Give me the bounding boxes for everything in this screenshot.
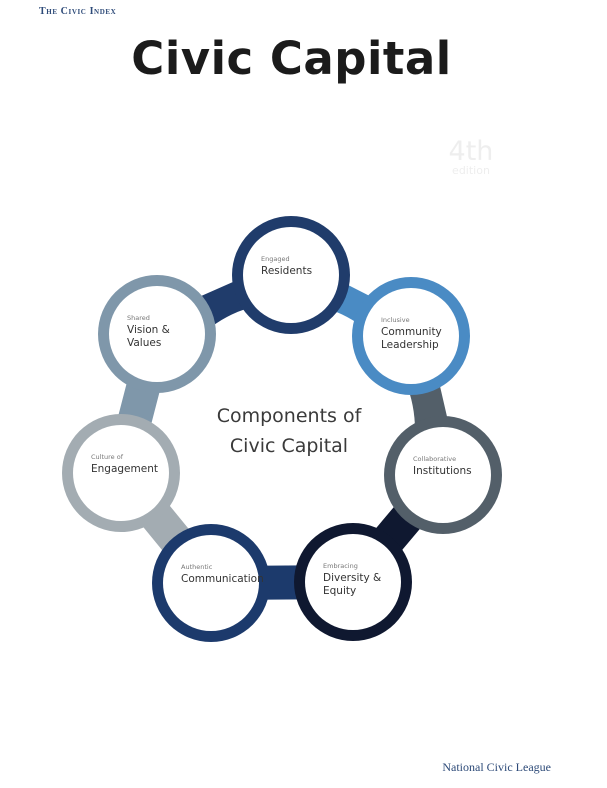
node-label-line1: Engagement — [91, 463, 158, 475]
node-label-line1: Institutions — [413, 465, 472, 477]
node-small-label: Engaged — [261, 255, 290, 263]
node-label-line2: Equity — [323, 585, 356, 597]
center-label: Components of Civic Capital — [217, 405, 363, 457]
node-label-line1: Diversity & — [323, 572, 381, 584]
page-title: Civic Capital — [131, 32, 452, 85]
node-small-label: Shared — [127, 314, 150, 322]
node-label-line2: Values — [127, 337, 161, 349]
node-label-line1: Communication — [181, 573, 264, 585]
diagram-nodes: EngagedResidentsInclusiveCommunityLeader… — [62, 216, 502, 642]
node-small-label: Collaborative — [413, 455, 456, 463]
center-label-line1: Components of — [217, 405, 363, 427]
node-small-label: Inclusive — [381, 316, 410, 324]
edition-word: edition — [452, 164, 490, 177]
node-face — [395, 427, 491, 523]
node-6: Culture of Engagement — [62, 414, 180, 532]
node-small-label: Embracing — [323, 562, 358, 570]
edition-watermark: 4th edition — [443, 138, 499, 176]
node-face — [363, 288, 459, 384]
node-small-label: Authentic — [181, 563, 213, 571]
node-face — [73, 425, 169, 521]
publisher-footer: National Civic League — [442, 760, 551, 774]
node-small-label: Culture of — [91, 453, 124, 461]
publication-label: The Civic Index — [39, 6, 117, 17]
node-label-line1: Community — [381, 326, 442, 338]
node-label-line2: Leadership — [381, 339, 439, 351]
node-face — [163, 535, 259, 631]
node-label-line1: Vision & — [127, 324, 170, 336]
node-face — [305, 534, 401, 630]
edition-number: 4th — [448, 136, 494, 167]
node-face — [243, 227, 339, 323]
node-face — [109, 286, 205, 382]
center-disk — [159, 302, 415, 558]
node-label-line1: Residents — [261, 265, 312, 277]
center-label-line2: Civic Capital — [230, 435, 348, 457]
